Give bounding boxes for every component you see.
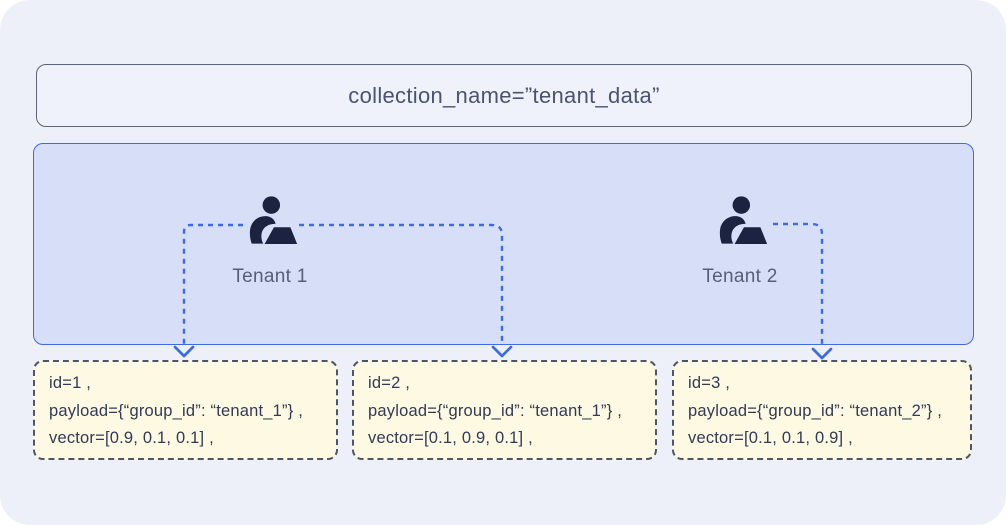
tenant-panel bbox=[33, 143, 974, 345]
point-payload: payload={“group_id”: “tenant_1”} , bbox=[368, 401, 623, 420]
point-payload: payload={“group_id”: “tenant_1”} , bbox=[49, 401, 304, 420]
point-card-2: id=2 , payload={“group_id”: “tenant_1”} … bbox=[352, 360, 657, 460]
collection-name-banner: collection_name=”tenant_data” bbox=[36, 64, 972, 127]
point-vector: vector=[0.9, 0.1, 0.1] , bbox=[49, 429, 214, 447]
person-at-laptop-icon bbox=[249, 196, 298, 244]
tenant-1-label: Tenant 1 bbox=[232, 266, 308, 287]
tenant-1-group: Tenant 1 bbox=[200, 193, 340, 288]
point-card-1: id=1 , payload={“group_id”: “tenant_1”} … bbox=[33, 360, 338, 460]
point-vector: vector=[0.1, 0.1, 0.9] , bbox=[688, 429, 853, 447]
point-id: id=1 , bbox=[49, 374, 92, 392]
collection-name-label: collection_name=”tenant_data” bbox=[348, 82, 660, 108]
person-at-laptop-icon bbox=[719, 196, 768, 244]
point-card-3: id=3 , payload={“group_id”: “tenant_2”} … bbox=[672, 360, 972, 460]
tenant-2-group: Tenant 2 bbox=[670, 193, 810, 288]
point-id: id=2 , bbox=[368, 374, 411, 392]
tenant-2-label: Tenant 2 bbox=[702, 266, 778, 287]
point-payload: payload={“group_id”: “tenant_2”} , bbox=[688, 401, 943, 420]
point-vector: vector=[0.1, 0.9, 0.1] , bbox=[368, 429, 533, 447]
point-id: id=3 , bbox=[688, 374, 731, 392]
